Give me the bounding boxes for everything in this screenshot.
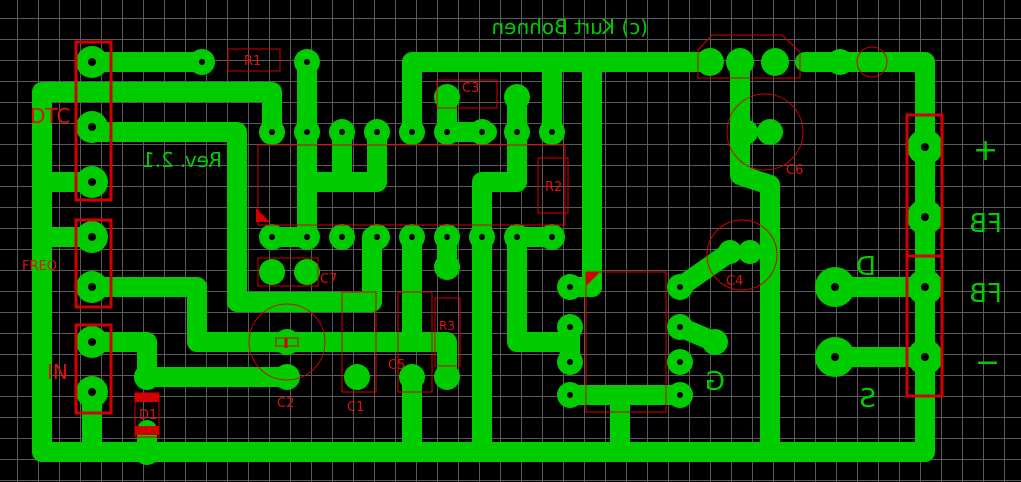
label-plus: + <box>973 133 998 168</box>
label-r2: R2 <box>545 180 562 195</box>
label-c2: C2 <box>277 396 294 411</box>
label-c4: C4 <box>726 274 743 289</box>
label-freq: FREQ <box>22 259 57 274</box>
label-fb-bottom: FB <box>969 279 1002 309</box>
connector-outlines <box>74 40 944 415</box>
pads <box>76 46 943 465</box>
label-r3: R3 <box>439 319 455 333</box>
label-d: D <box>856 252 876 282</box>
label-in: IN <box>47 360 68 384</box>
label-c5: C5 <box>388 358 405 373</box>
ic-pin1-marker <box>256 208 270 222</box>
revision-text: Rev. 2.1 <box>142 148 222 172</box>
copyright-text: (c) Kurt Bohnen <box>492 15 648 39</box>
label-dtc: DTC <box>30 104 70 128</box>
label-s: S <box>859 384 876 414</box>
label-g: G <box>705 367 725 397</box>
d1-cathode-band <box>135 393 159 402</box>
label-c6: C6 <box>786 163 803 178</box>
label-c3: C3 <box>462 81 479 96</box>
label-r1: R1 <box>244 54 261 69</box>
label-minus: − <box>975 345 1000 380</box>
label-c7: C7 <box>320 272 337 287</box>
d1-anode-band <box>135 426 159 435</box>
label-d1: D1 <box>139 408 157 423</box>
ic-pin1-marker-2 <box>586 272 600 286</box>
label-c1: C1 <box>347 400 364 415</box>
component-outlines <box>227 34 888 413</box>
label-fb-top: FB <box>969 209 1002 239</box>
